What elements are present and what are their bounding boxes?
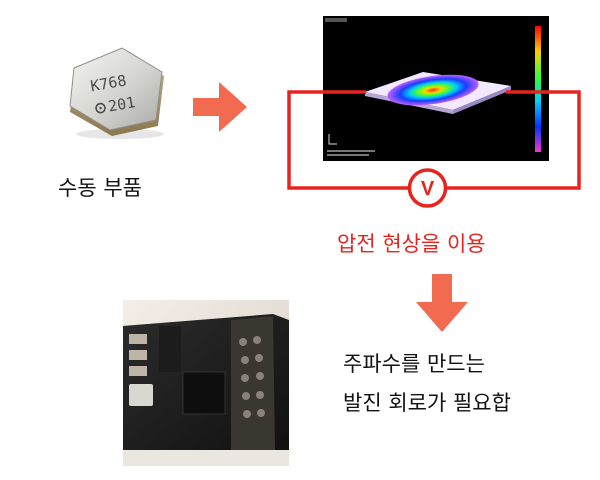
oscillator-label-line2: 발진 회로가 필요합 xyxy=(343,391,511,415)
arrow-right-icon xyxy=(193,82,247,132)
oscillator-label-line1: 주파수를 만드는 xyxy=(343,352,485,376)
arrow-down-icon xyxy=(416,274,468,332)
component-marking-line1: K768 xyxy=(89,71,128,95)
passive-parts-label: 수동 부품 xyxy=(58,176,142,200)
oscillator-board-image xyxy=(123,300,289,466)
component-marking-line2: 201 xyxy=(107,93,137,115)
piezo-simulation-image xyxy=(323,16,549,161)
piezo-effect-label: 압전 현상을 이용 xyxy=(337,232,486,256)
circuit-voltmeter-diagram: V xyxy=(287,90,581,208)
crystal-component-image: K768 201 xyxy=(69,47,164,139)
voltmeter-icon xyxy=(407,168,448,208)
voltmeter-symbol: V xyxy=(421,178,435,200)
